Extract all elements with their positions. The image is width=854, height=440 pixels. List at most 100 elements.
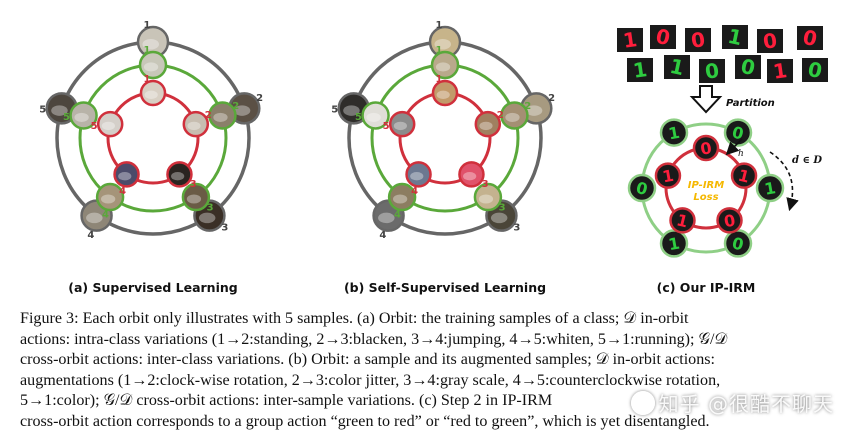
- h-label: h: [738, 149, 744, 159]
- digit-glyph: 1: [675, 210, 690, 231]
- animal-photo-thumbnail: [95, 182, 125, 212]
- orbit-index-number: 5: [91, 121, 98, 132]
- digit-background: [797, 26, 823, 50]
- orbit-index-number: 2: [205, 110, 212, 121]
- digit-background: [627, 58, 653, 82]
- digit-glyph: 1: [771, 58, 788, 84]
- augmented-photo-thumbnail: [387, 182, 417, 212]
- digit-background: [699, 59, 725, 83]
- orbit-index-number: 4: [119, 186, 126, 197]
- digit-glyph: 1: [726, 24, 745, 50]
- photo-subject-shape: [118, 172, 132, 181]
- animal-photo-thumbnail: [138, 50, 168, 80]
- photo-subject-shape: [186, 194, 202, 204]
- orbit-digit-node: 0: [716, 207, 743, 234]
- orbit-index-number: 1: [436, 20, 443, 31]
- mnist-digit-image: 0: [802, 57, 828, 83]
- photo-subject-shape: [101, 121, 116, 131]
- digit-glyph: 0: [654, 24, 673, 50]
- mnist-digit-image: 1: [722, 24, 748, 50]
- augmented-photo-thumbnail: [500, 101, 529, 130]
- orbit-index-number: 1: [144, 45, 151, 56]
- orbit-index-number: 2: [497, 110, 504, 121]
- mnist-digit-image: 0: [685, 27, 711, 53]
- digit-glyph: 0: [689, 27, 706, 53]
- animal-photo-thumbnail: [166, 161, 193, 188]
- orbit-index-number: 3: [499, 202, 506, 213]
- digit-background: [802, 58, 828, 82]
- augmented-photo-thumbnail: [431, 79, 459, 107]
- augmented-photo-thumbnail: [405, 161, 432, 188]
- orbit-index-number: 4: [379, 230, 386, 241]
- panel-a-label: (a) Supervised Learning: [68, 280, 237, 295]
- photo-subject-shape: [213, 112, 228, 122]
- mnist-digit-image: 0: [650, 24, 676, 50]
- orbit-index-number: 3: [190, 179, 197, 190]
- photo-subject-shape: [144, 90, 158, 100]
- digit-glyph: 1: [667, 123, 681, 144]
- orbit-index-number: 3: [221, 223, 228, 234]
- mnist-digit-image: 1: [627, 57, 653, 83]
- augmented-photo-thumbnail: [361, 101, 390, 130]
- caption-line: augmentations (1→2:clock-wise rotation, …: [20, 371, 721, 389]
- watermark-text: 知乎 @很酷不聊天: [658, 392, 834, 416]
- photo-subject-shape: [51, 105, 68, 116]
- augmented-photo-thumbnail: [430, 50, 460, 80]
- caption-line: cross-orbit action corresponds to a grou…: [20, 412, 710, 430]
- animal-photo-thumbnail: [69, 101, 98, 130]
- digit-glyph: 1: [621, 27, 638, 53]
- mnist-digit-image: 0: [757, 28, 783, 54]
- caption-line: 5→1:color); 𝒢/𝒟 cross-orbit actions: int…: [20, 392, 553, 410]
- orbit-index-number: 3: [513, 223, 520, 234]
- augmented-photo-thumbnail: [473, 182, 503, 212]
- orbit-index-number: 2: [524, 101, 531, 112]
- watermark: 知乎 @很酷不聊天: [630, 388, 834, 417]
- photo-subject-shape: [233, 105, 251, 116]
- d-label: d ∈ D: [792, 155, 822, 166]
- animal-photo-thumbnail: [113, 161, 140, 188]
- orbit-index-number: 1: [144, 74, 151, 85]
- orbit-index-number: 5: [39, 104, 46, 115]
- digit-glyph: 0: [634, 178, 649, 199]
- digit-background: [685, 28, 711, 52]
- digit-glyph: 0: [730, 233, 745, 254]
- digit-glyph: 0: [703, 58, 720, 84]
- orbit-index-number: 5: [63, 112, 70, 123]
- animal-photo-thumbnail: [208, 101, 237, 130]
- digit-node-circle: [716, 207, 743, 234]
- digit-background: [767, 59, 793, 83]
- figure-caption: Figure 3: Each orbit only illustrates wi…: [20, 309, 836, 433]
- camera-watermark-icon: [630, 391, 655, 415]
- animal-photo-thumbnail: [182, 110, 210, 138]
- photo-subject-shape: [410, 172, 424, 181]
- orbit-index-number: 1: [436, 45, 443, 56]
- orbit-index-number: 2: [256, 93, 263, 104]
- digit-background: [617, 28, 643, 52]
- orbit-digit-node: 0: [723, 118, 753, 147]
- digit-glyph: 0: [761, 28, 778, 54]
- photo-subject-shape: [393, 121, 408, 131]
- orbit-index-number: 5: [383, 121, 390, 132]
- digit-node-circle: [659, 118, 689, 147]
- orbit-index-number: 2: [232, 101, 239, 112]
- photo-subject-shape: [436, 90, 450, 100]
- orbit-digit-node: 1: [669, 207, 696, 234]
- animal-photo-thumbnail: [139, 79, 167, 107]
- digit-background: [757, 29, 783, 53]
- photo-subject-shape: [378, 212, 395, 224]
- photo-subject-shape: [171, 172, 185, 181]
- mnist-digit-image: 0: [699, 58, 725, 84]
- digit-background: [664, 55, 690, 79]
- mnist-digit-image: 1: [617, 27, 643, 53]
- orbit-index-number: 2: [548, 93, 555, 104]
- orbit-index-number: 3: [207, 202, 214, 213]
- orbit-index-number: 4: [102, 210, 109, 221]
- caption-line: actions: intra-class variations (1→2:sta…: [20, 330, 728, 348]
- photo-subject-shape: [490, 212, 508, 224]
- digit-node-circle: [730, 162, 758, 189]
- partition-label: Partition: [726, 98, 775, 109]
- digit-node-circle: [669, 207, 696, 234]
- digit-glyph: 1: [631, 57, 648, 83]
